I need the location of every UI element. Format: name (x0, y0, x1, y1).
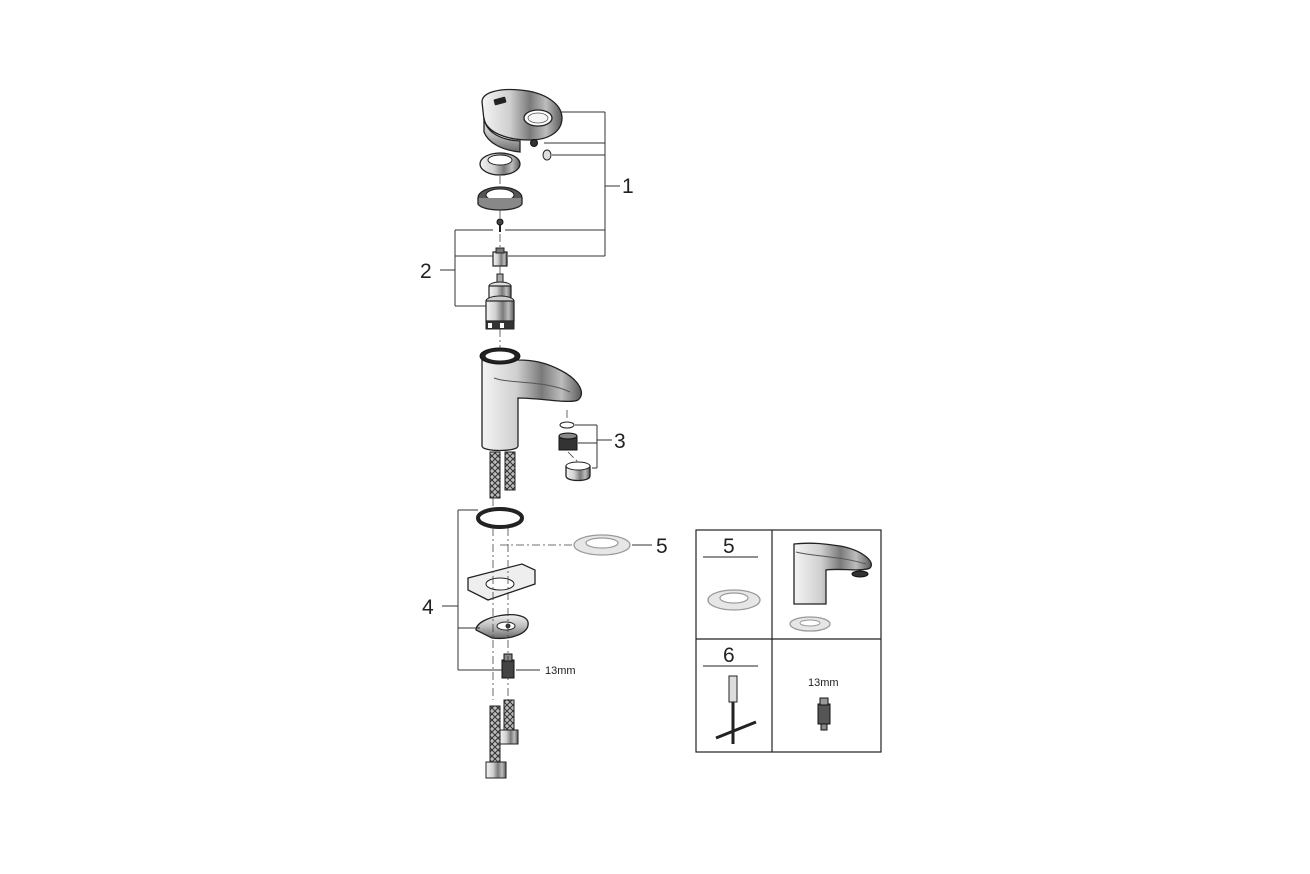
faucet-body (479, 347, 583, 452)
inset-label-5: 5 (723, 535, 735, 558)
inset-faucet-icon (789, 542, 872, 632)
callout-1: 1 (622, 175, 634, 198)
bracket-4 (442, 509, 502, 671)
supply-hoses-short (489, 451, 516, 499)
aerator-seal (559, 421, 575, 429)
screw-cap-icon (542, 149, 552, 161)
bracket-2 (440, 229, 493, 307)
rosette-ring (477, 186, 523, 211)
spindle-adapter (492, 247, 508, 267)
aerator-housing (565, 461, 591, 482)
lever-handle (481, 88, 563, 153)
callout-4: 4 (422, 596, 434, 619)
assembly-axis (492, 176, 579, 700)
callout-3: 3 (614, 430, 626, 453)
service-tool-icon (715, 675, 757, 744)
wrench-size-label: 13mm (545, 665, 576, 677)
set-screw-icon (530, 139, 538, 147)
bracket-1 (505, 111, 620, 257)
cartridge (485, 273, 515, 330)
inset-wrench-size-label: 13mm (808, 677, 839, 689)
inset-washer-icon (707, 589, 761, 611)
optional-washer-5 (573, 534, 631, 556)
cover-cap (479, 152, 521, 176)
callout-2: 2 (420, 260, 432, 283)
bracket-3 (575, 424, 612, 469)
inset-nut-icon (817, 697, 831, 731)
cartridge-screw-icon (496, 218, 504, 232)
aerator-insert (558, 432, 578, 451)
o-ring-seal (476, 507, 524, 529)
supply-hoses-long (485, 699, 519, 779)
callout-5: 5 (656, 535, 668, 558)
inset-label-6: 6 (723, 644, 735, 667)
horseshoe-plate (475, 614, 529, 640)
anti-rotation-washer (467, 563, 536, 601)
